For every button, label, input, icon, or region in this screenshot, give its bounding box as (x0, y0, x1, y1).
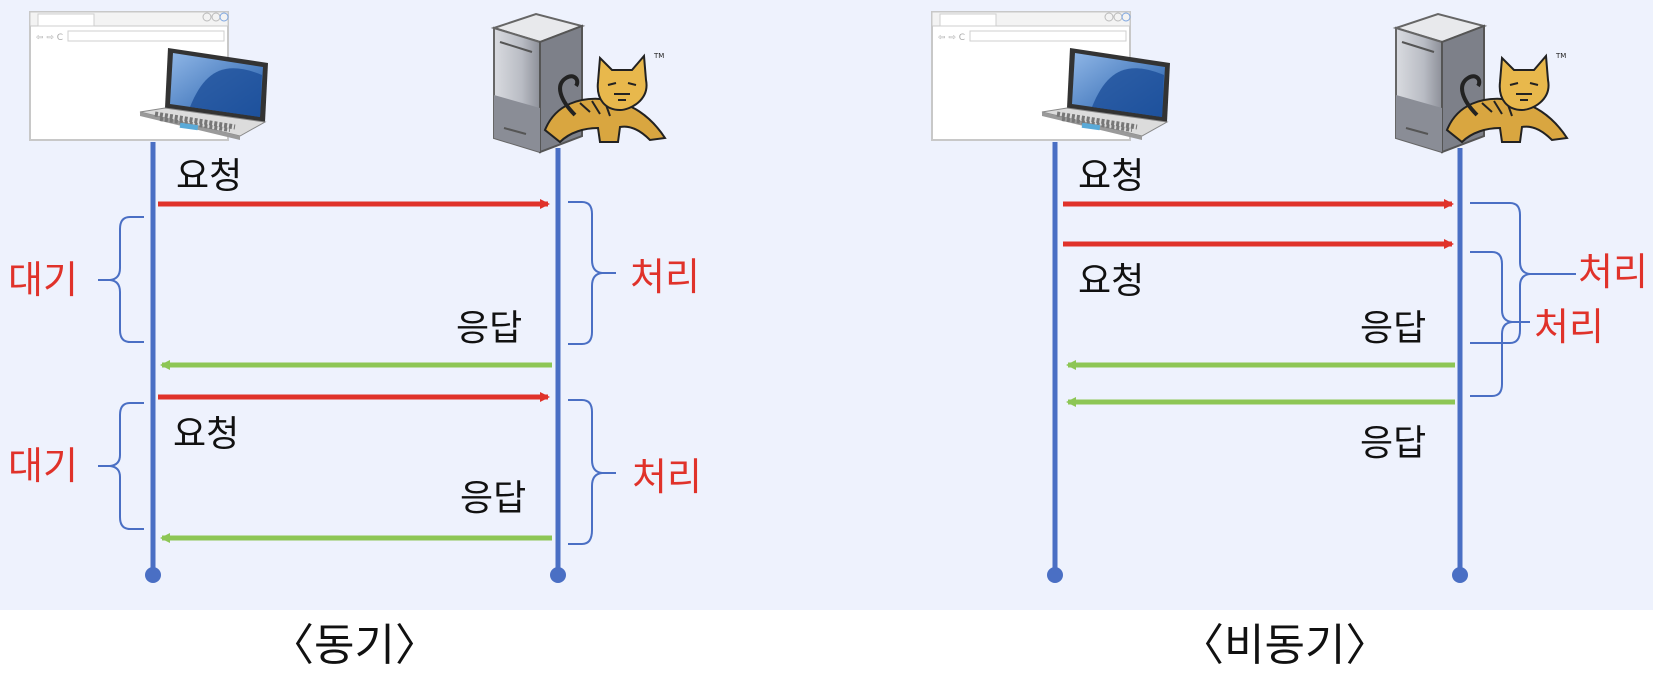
request-label: 요청 (173, 414, 239, 455)
request-label: 요청 (1078, 261, 1144, 302)
async-diagram: ⇦ ⇨ C TM (931, 11, 1648, 671)
server-lifeline-end (1452, 567, 1468, 583)
sync-caption: 〈동기〉 (270, 620, 439, 671)
server-lifeline-end (550, 567, 566, 583)
request-label: 요청 (1078, 156, 1144, 197)
response-label: 응답 (460, 478, 526, 519)
request-label: 요청 (176, 156, 242, 197)
client-lifeline-end (1047, 567, 1063, 583)
response-label: 응답 (456, 308, 522, 349)
wait-label: 대기 (8, 444, 78, 488)
tomcat-cat-logo: TM (1445, 52, 1569, 144)
response-label: 응답 (1360, 308, 1426, 349)
svg-text:TM: TM (653, 52, 664, 60)
sync-diagram: ⇦ ⇨ C TM (8, 11, 702, 671)
tomcat-cat-logo: TM (543, 52, 667, 144)
svg-text:⇦ ⇨ C: ⇦ ⇨ C (938, 33, 965, 43)
process-label: 처리 (632, 455, 702, 499)
diagram-panel (0, 0, 1653, 610)
laptop-browser-icon: ⇦ ⇨ C (931, 11, 1170, 141)
process-label: 처리 (1578, 250, 1648, 294)
svg-text:⇦ ⇨ C: ⇦ ⇨ C (36, 33, 63, 43)
process-label: 처리 (630, 255, 700, 299)
laptop-browser-icon: ⇦ ⇨ C (29, 11, 268, 141)
client-lifeline-end (145, 567, 161, 583)
response-label: 응답 (1360, 423, 1426, 464)
svg-text:TM: TM (1555, 52, 1566, 60)
async-caption: 〈비동기〉 (1180, 620, 1389, 671)
process-label: 처리 (1534, 305, 1604, 349)
wait-label: 대기 (8, 258, 78, 302)
